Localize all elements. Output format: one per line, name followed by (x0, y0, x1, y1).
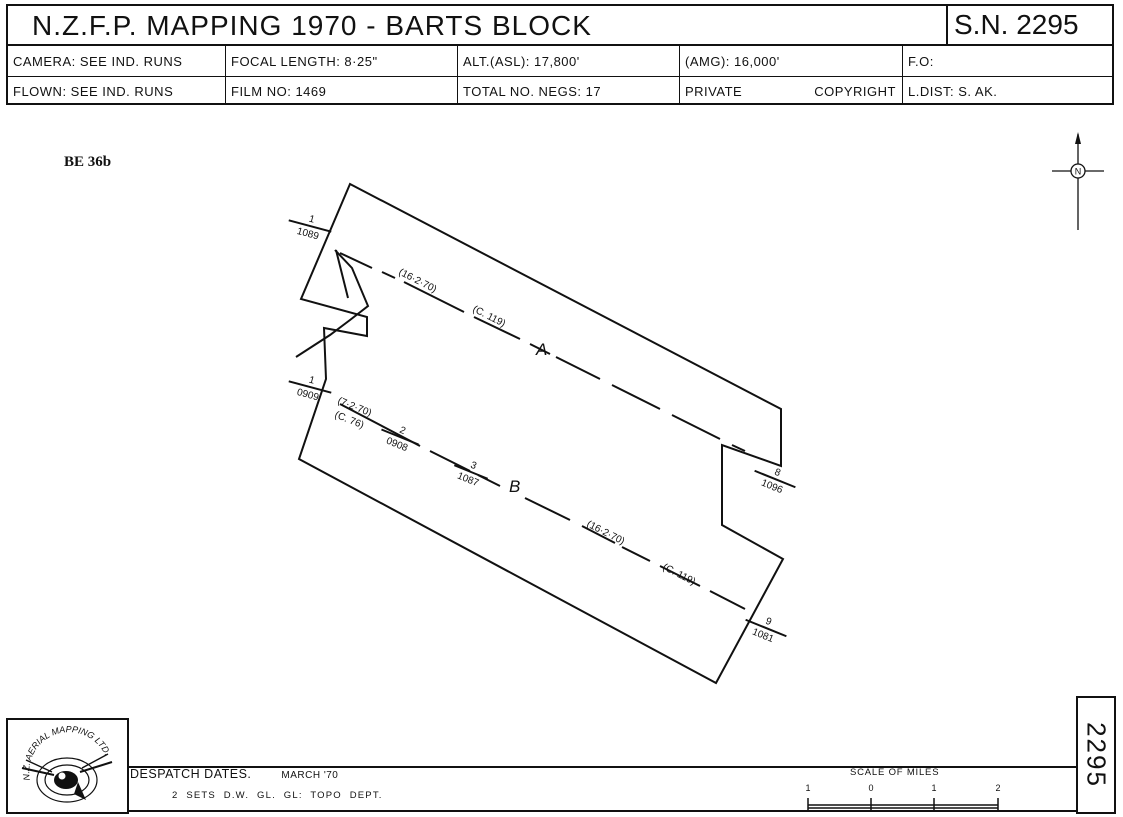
run-b-start-number: 1 (308, 375, 317, 387)
block-title: N.Z.F.P. MAPPING 1970 - BARTS BLOCK (32, 10, 592, 41)
scale-tick-2: 2 (995, 783, 1001, 793)
flown-row: FLOWN: SEE IND. RUNS FILM NO: 1469 TOTAL… (8, 77, 1112, 105)
run-b-start-fraction: 1 0909 (288, 375, 332, 404)
north-arrow-icon: N (1052, 132, 1104, 230)
scale-title: SCALE OF MILES (850, 767, 940, 778)
private-label: PRIVATE (685, 83, 743, 99)
run-a-camera: (C. 119) (471, 304, 508, 330)
despatch-label: DESPATCH DATES. (130, 767, 252, 781)
run-b-end-number: 9 (764, 616, 774, 628)
scale-tick-1-left: 1 (805, 783, 811, 793)
scale-tick-0: 0 (868, 783, 874, 793)
run-b-letter: B (509, 477, 520, 496)
scale-tick-1: 1 (931, 783, 937, 793)
run-b-mid2-fraction: 3 1087 (453, 460, 489, 489)
camera-cell: CAMERA: SEE IND. RUNS (8, 46, 226, 76)
logo-box: N.Z. AERIAL MAPPING LTD. (6, 718, 129, 814)
copyright-label: COPYRIGHT (814, 83, 896, 99)
side-serial: 2295 (1081, 722, 1112, 788)
header-table: N.Z.F.P. MAPPING 1970 - BARTS BLOCK S.N.… (6, 4, 1114, 105)
title-row: N.Z.F.P. MAPPING 1970 - BARTS BLOCK S.N.… (8, 6, 1112, 46)
copyright-cell: PRIVATE COPYRIGHT (680, 77, 903, 105)
altitude-amg-cell: (AMG): 16,000' (680, 46, 903, 76)
north-letter: N (1075, 167, 1082, 177)
l-dist-cell: L.DIST: S. AK. (908, 83, 998, 99)
flown-cell: FLOWN: SEE IND. RUNS (8, 77, 226, 105)
run-b-camera-2: (C. 119) (661, 562, 698, 588)
block-boundary (297, 182, 785, 685)
coastline (295, 249, 370, 358)
despatch-date: MARCH '70 (281, 770, 339, 781)
run-a-end-fraction: 8 1096 (754, 467, 796, 496)
camera-row: CAMERA: SEE IND. RUNS FOCAL LENGTH: 8·25… (8, 46, 1112, 77)
run-b-mid1-number: 2 (398, 425, 408, 437)
run-a-end-number: 8 (773, 467, 783, 479)
despatch-line: DESPATCH DATES. MARCH '70 (130, 767, 338, 781)
run-b-end-fraction: 9 1081 (745, 616, 787, 645)
film-number-cell: FILM NO: 1469 (226, 77, 458, 105)
fo-cell: F.O: (908, 53, 934, 69)
aerial-mapping-logo: N.Z. AERIAL MAPPING LTD. (21, 724, 113, 803)
focal-length-cell: FOCAL LENGTH: 8·25" (226, 46, 458, 76)
run-a-start-number: 1 (308, 214, 317, 226)
inlet-line (335, 249, 349, 299)
altitude-asl-cell: ALT.(ASL): 17,800' (458, 46, 680, 76)
side-serial-box: 2295 (1076, 696, 1116, 814)
scale-bar (807, 798, 999, 810)
sets-line: 2 SETS D.W. GL. GL: TOPO DEPT. (172, 790, 383, 801)
run-b-mid1-fraction: 2 0908 (381, 425, 419, 454)
run-a-date: (16·2·70) (397, 267, 439, 295)
serial-number: S.N. 2295 (946, 6, 1112, 44)
run-a-letter: A (535, 340, 547, 359)
run-b-date-2: (16·2·70) (585, 519, 627, 547)
total-negs-cell: TOTAL NO. NEGS: 17 (458, 77, 680, 105)
run-b-mid2-number: 3 (469, 460, 479, 472)
footer-band (6, 766, 1076, 812)
run-a-line (339, 252, 746, 452)
map-label: BE 36b (64, 154, 112, 170)
